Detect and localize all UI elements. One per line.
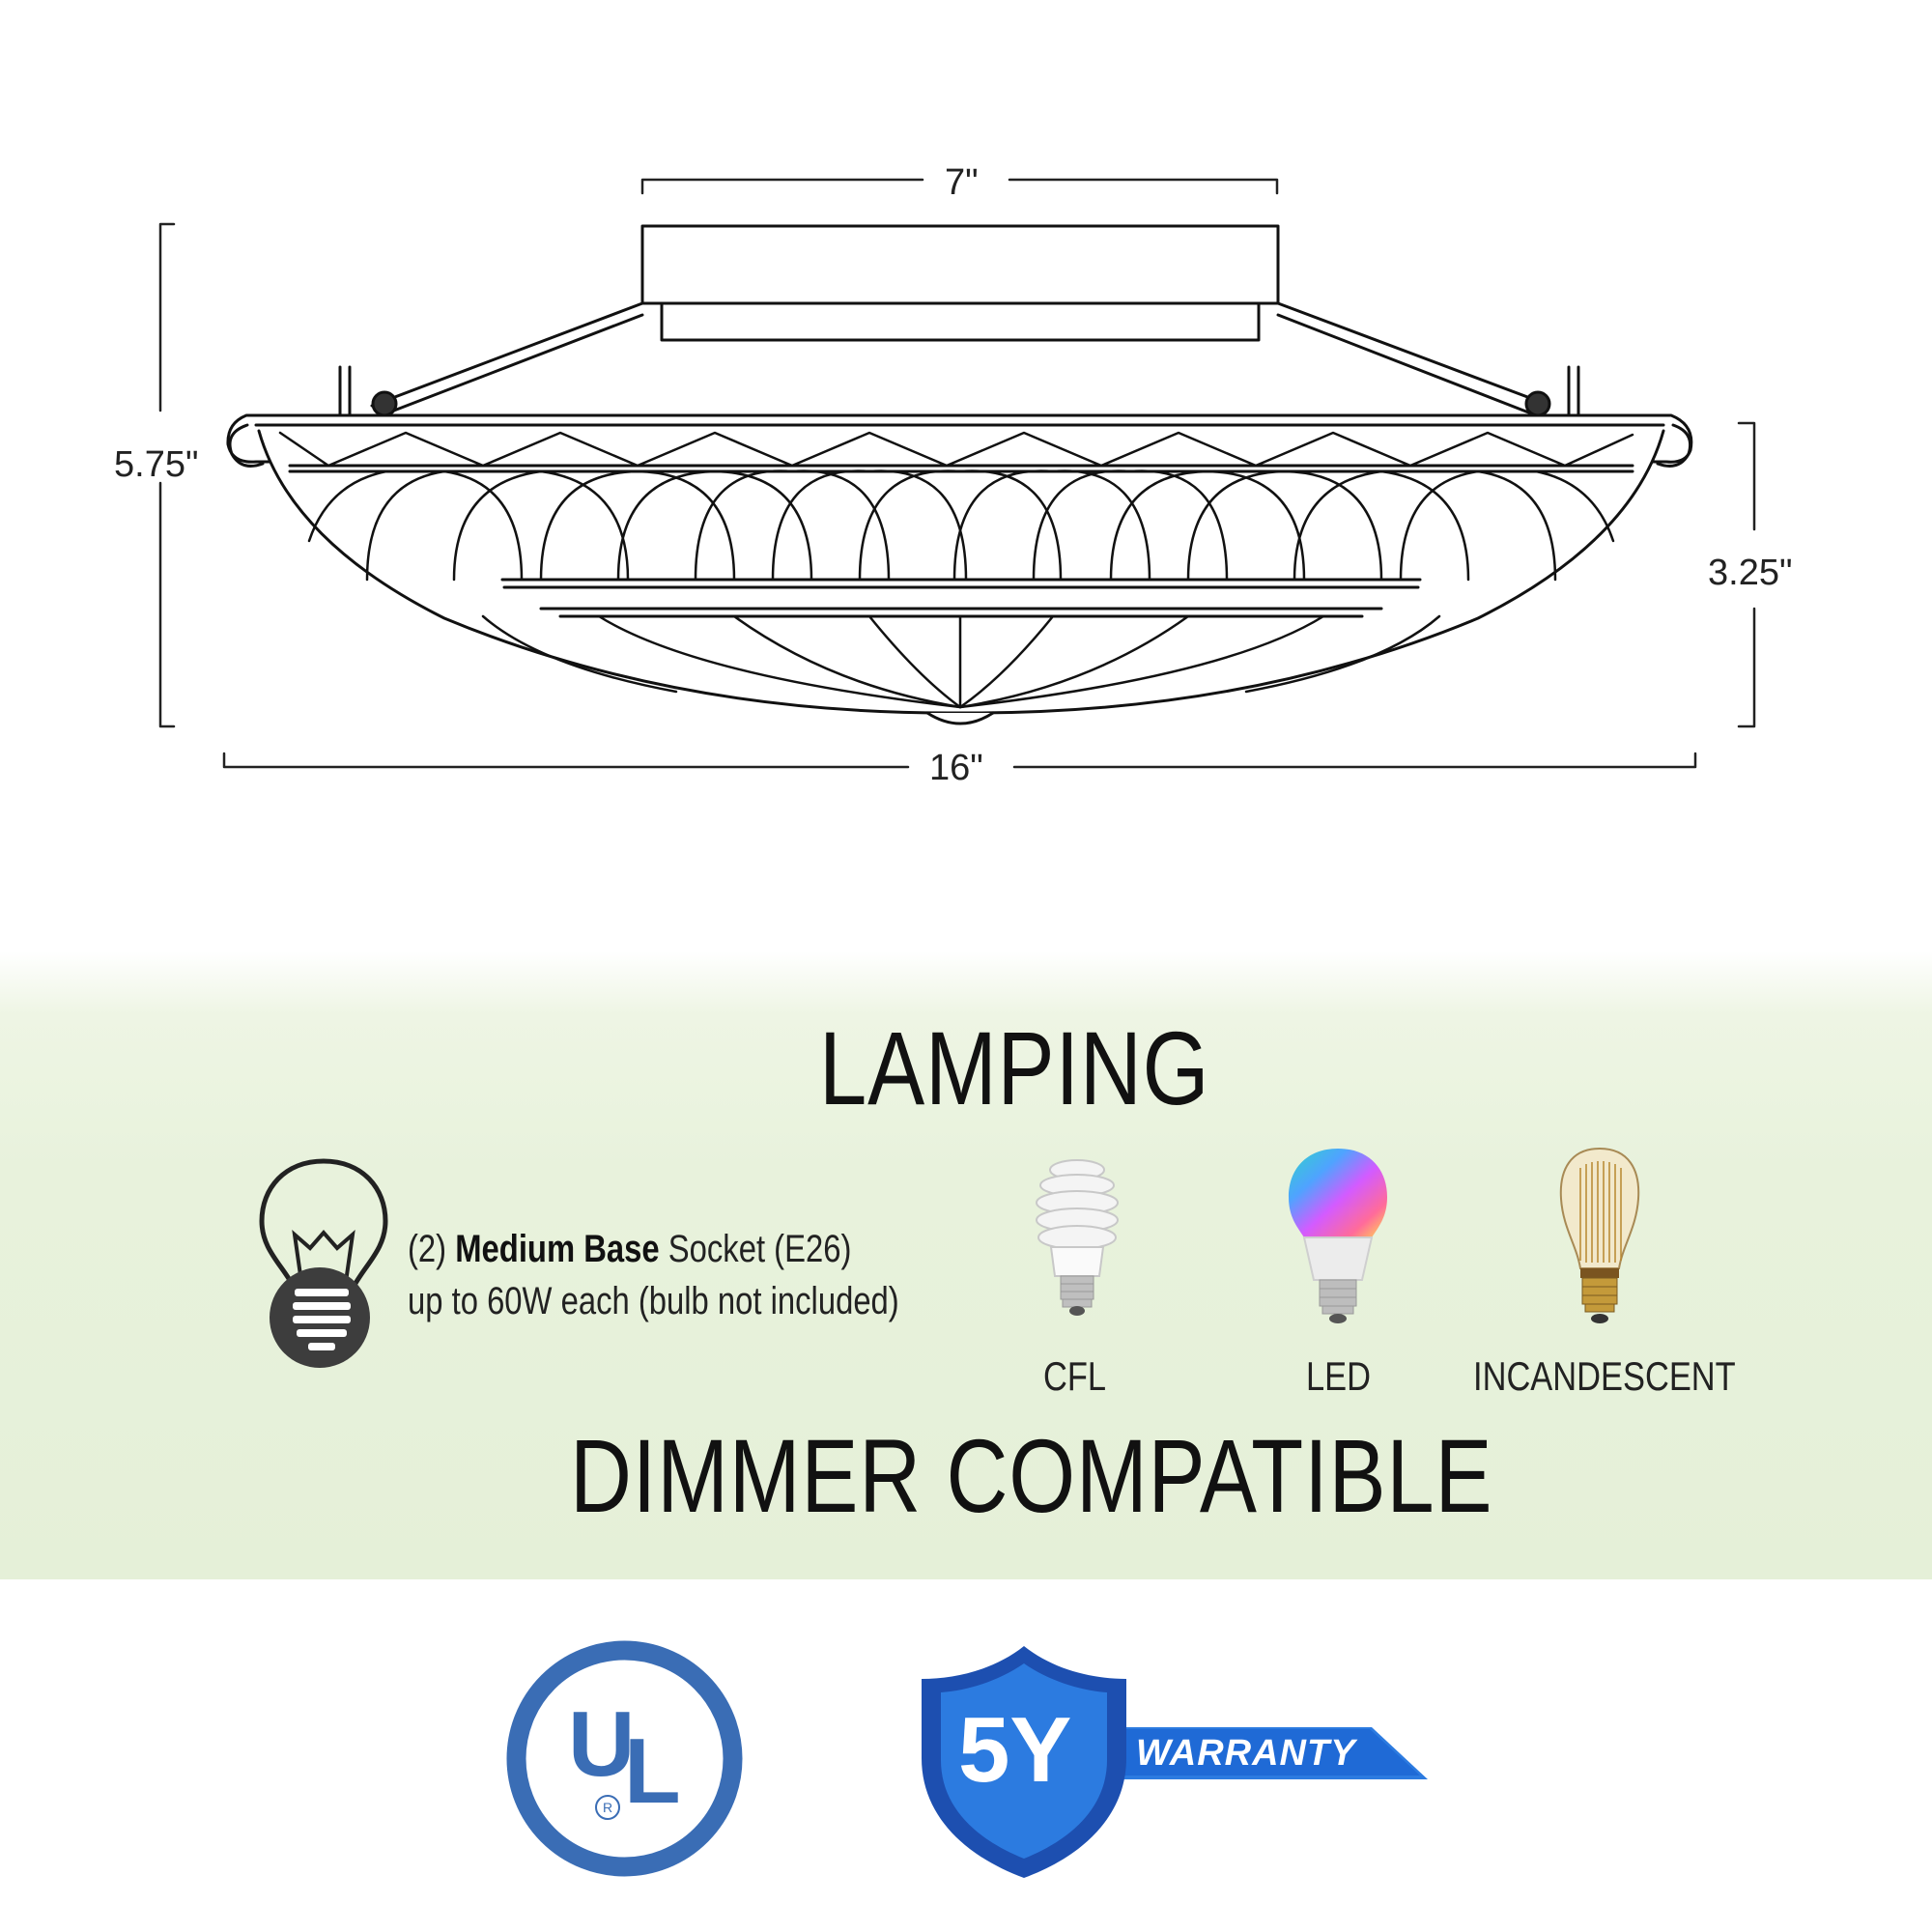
warranty-years: 5Y: [958, 1698, 1072, 1802]
dim-shade-height: 3.25": [1708, 553, 1793, 593]
bulb-label-cfl: CFL: [1043, 1353, 1107, 1399]
lamping-heading: LAMPING: [819, 1009, 1210, 1126]
ul-certification-icon: U L R: [506, 1640, 743, 1877]
dimension-lines: [158, 178, 1756, 769]
socket-line: (2) Medium Base Socket (E26): [408, 1223, 899, 1275]
bulb-label-led: LED: [1306, 1353, 1371, 1399]
socket-type: Medium Base: [455, 1228, 660, 1270]
incandescent-bulb-icon: [1551, 1145, 1648, 1328]
canopy: [640, 224, 1280, 305]
cfl-bulb-icon: [1024, 1154, 1130, 1319]
socket-suffix: Socket (E26): [668, 1228, 852, 1270]
warranty-label: WARRANTY: [1136, 1733, 1356, 1774]
led-bulb-icon: [1285, 1145, 1391, 1328]
warranty-shield-icon: 5Y WARRANTY: [918, 1642, 1428, 1879]
socket-spec: (2) Medium Base Socket (E26) up to 60W e…: [408, 1223, 899, 1327]
fixture-drawing: [158, 178, 1756, 769]
ul-letter-l: L: [624, 1719, 681, 1823]
ul-letters: U L: [562, 1696, 688, 1822]
dim-canopy-width: 7": [945, 162, 979, 203]
wattage-note: up to 60W each (bulb not included): [408, 1280, 899, 1322]
bulb-label-incandescent: INCANDESCENT: [1473, 1353, 1736, 1399]
lightbulb-outline-icon: [256, 1157, 391, 1370]
ul-registered-mark: R: [595, 1795, 620, 1820]
dim-overall-width: 16": [929, 748, 983, 788]
dimmer-heading: DIMMER COMPATIBLE: [570, 1417, 1493, 1534]
socket-count: (2): [408, 1228, 447, 1270]
dim-overall-height: 5.75": [114, 444, 199, 485]
ul-letter-u: U: [568, 1692, 636, 1796]
canopy-lower: [660, 301, 1261, 342]
